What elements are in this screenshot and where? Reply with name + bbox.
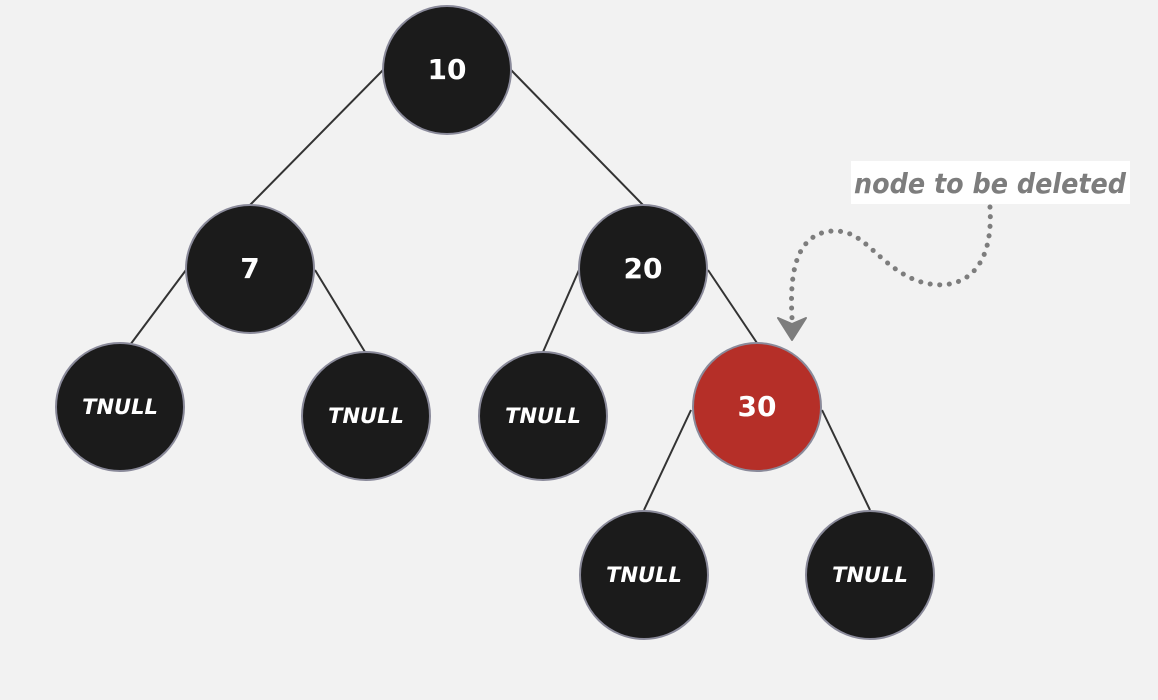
tree-node-30: 30 (692, 342, 822, 472)
node-circle (55, 342, 185, 472)
node-value: 7 (240, 252, 259, 285)
node-value: 30 (738, 390, 777, 423)
tree-node-7: 7 (185, 204, 315, 334)
tnull-label: TNULL (606, 563, 682, 587)
dotted-arrow-path (789, 204, 993, 321)
tree-node-20: 20 (578, 204, 708, 334)
node-circle-red (692, 342, 822, 472)
edge-30-tnull (821, 409, 871, 511)
node-circle (579, 510, 709, 640)
node-circle (805, 510, 935, 640)
node-circle (301, 351, 431, 481)
arrowhead-icon (777, 317, 807, 341)
tnull-label: TNULL (505, 404, 581, 428)
edge-20-30 (707, 269, 758, 344)
annotation-text: node to be deleted (854, 167, 1127, 200)
delete-annotation: node to be deleted (777, 161, 1130, 341)
edge-10-7 (249, 69, 384, 206)
node-value: 10 (428, 53, 467, 86)
node-circle (478, 351, 608, 481)
edge-30-tnull (643, 409, 692, 511)
tnull-label: TNULL (832, 563, 908, 587)
node-circle (578, 204, 708, 334)
tnull-node: TNULL (301, 351, 431, 481)
tnull-node: TNULL (55, 342, 185, 472)
tnull-label: TNULL (82, 395, 158, 419)
tree-edges (129, 69, 871, 511)
tnull-label: TNULL (328, 404, 404, 428)
edge-7-tnull (314, 269, 366, 353)
tree-node-10: 10 (382, 5, 512, 135)
tnull-node: TNULL (579, 510, 709, 640)
node-circle (185, 204, 315, 334)
edge-10-20 (510, 69, 644, 206)
node-value: 20 (624, 252, 663, 285)
edge-20-tnull (542, 269, 580, 353)
annotation-label-bg (851, 161, 1130, 204)
tnull-node: TNULL (805, 510, 935, 640)
tnull-node: TNULL (478, 351, 608, 481)
edge-7-tnull (129, 269, 187, 346)
node-circle (382, 5, 512, 135)
